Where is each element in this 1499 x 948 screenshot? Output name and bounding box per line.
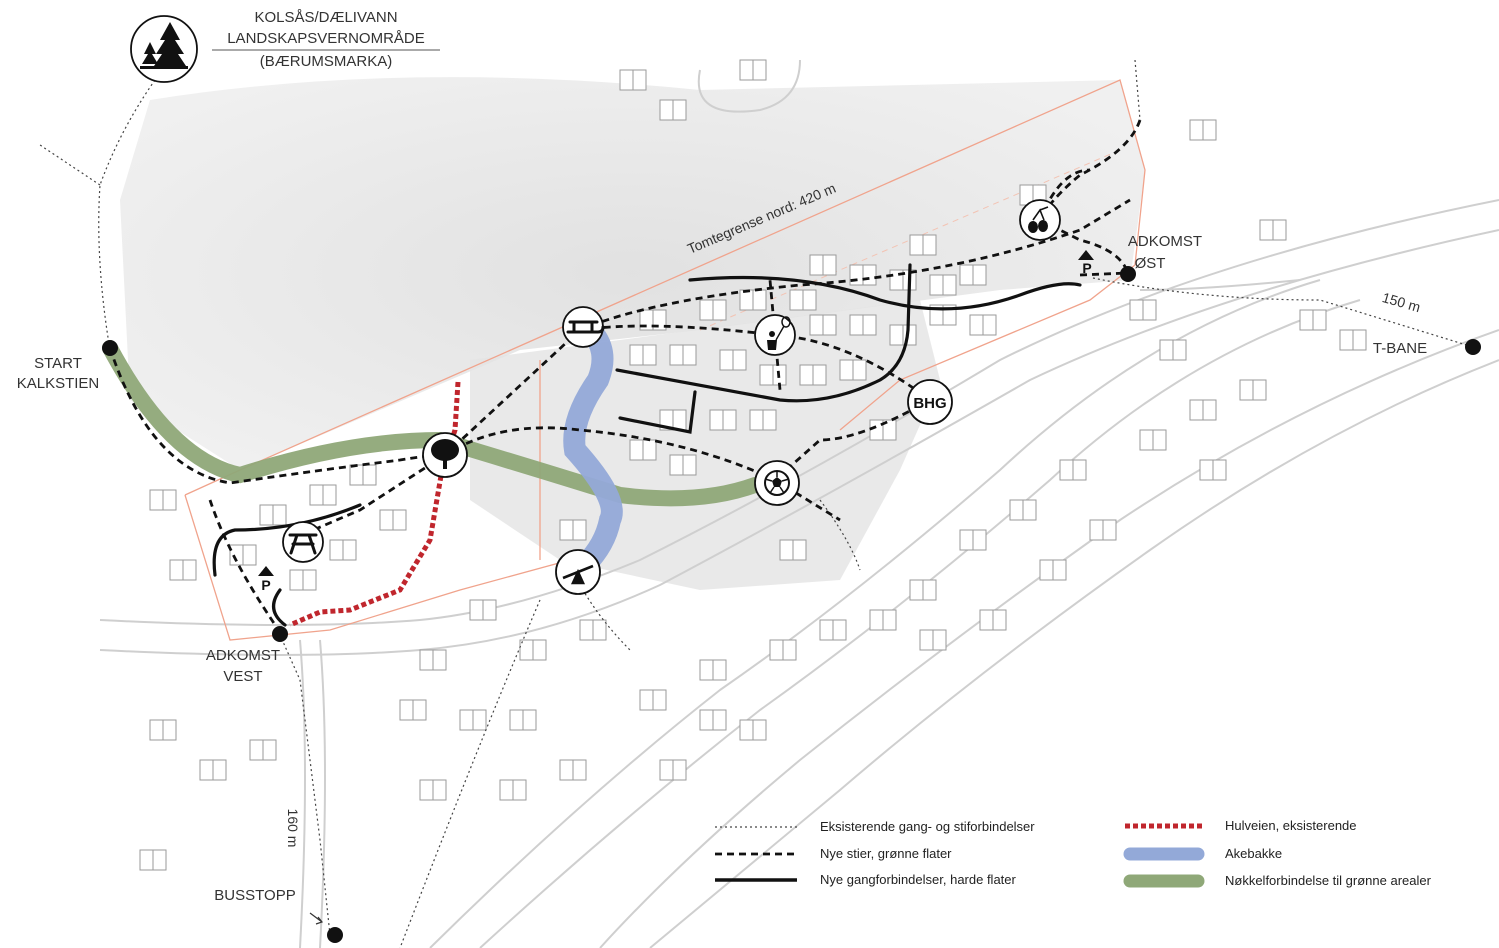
parking-icon: P <box>258 566 274 593</box>
legend-item-akebakke: Akebakke <box>1123 846 1282 861</box>
tree-icon <box>422 432 468 478</box>
sled-icon <box>562 306 605 348</box>
start-kalkstien-dot <box>102 340 118 356</box>
adkomst-ost-label: ADKOMST ØST <box>1128 233 1202 272</box>
kindergarten-label: BHG <box>913 395 946 412</box>
football-icon <box>754 460 800 506</box>
t-bane-dot <box>1465 339 1481 355</box>
adkomst-vest-label: ADKOMST VEST <box>206 647 280 685</box>
protected-area-line-3: (BÆRUMSMARKA) <box>260 53 393 70</box>
parking-icon: P <box>1078 250 1094 276</box>
sledding-slope <box>563 319 623 576</box>
adkomst-vest-line-2: VEST <box>223 668 262 685</box>
busstopp-arrow <box>309 912 324 925</box>
buildings <box>139 59 1367 871</box>
forest-icon <box>130 15 198 83</box>
road-network <box>99 59 1499 948</box>
svg-text:Nøkkelforbindelse til grønne a: Nøkkelforbindelse til grønne arealer <box>1225 873 1432 888</box>
adkomst-vest-line-1: ADKOMST <box>206 647 280 664</box>
svg-text:Hulveien, eksisterende: Hulveien, eksisterende <box>1225 818 1357 833</box>
legend-item-green-connection: Nøkkelforbindelse til grønne arealer <box>1123 873 1432 888</box>
parking-label-vest: P <box>261 577 270 593</box>
t-bane-label: T-BANE <box>1373 340 1427 357</box>
adkomst-ost-line-2: ØST <box>1135 255 1166 272</box>
child-balloon-icon <box>754 314 796 356</box>
adkomst-ost-line-1: ADKOMST <box>1128 233 1202 250</box>
hulveien-path <box>289 381 461 628</box>
start-kalkstien-label: START KALKSTIEN <box>17 355 100 392</box>
kindergarten-icon: BHG <box>907 379 953 425</box>
protected-area-label: KOLSÅS/DÆLIVANN LANDSKAPSVERNOMRÅDE (BÆR… <box>212 9 440 70</box>
svg-text:Eksisterende gang- og stiforbi: Eksisterende gang- og stiforbindelser <box>820 819 1035 834</box>
new-paths-hard <box>212 263 1082 627</box>
existing-paths <box>39 59 1474 948</box>
seesaw-icon <box>555 549 601 595</box>
legend-item-hulveien: Hulveien, eksisterende <box>1125 818 1357 833</box>
legend: Eksisterende gang- og stiforbindelser Ny… <box>715 818 1432 888</box>
busstopp-distance: 160 m <box>285 809 301 848</box>
t-bane-distance: 150 m <box>1380 289 1422 315</box>
endpoints <box>102 266 1481 943</box>
site-boundary <box>184 79 1146 641</box>
protected-area-line-1: KOLSÅS/DÆLIVANN <box>254 9 397 26</box>
berries-icon <box>1019 199 1061 241</box>
svg-text:Akebakke: Akebakke <box>1225 846 1282 861</box>
parking-label-ost: P <box>1082 260 1091 276</box>
busstopp-label: BUSSTOPP <box>214 887 295 904</box>
picnic-table-icon <box>282 521 324 563</box>
legend-item-new-paths-hard: Nye gangforbindelser, harde flater <box>715 872 1017 887</box>
start-label-line-1: START <box>34 355 82 372</box>
start-label-line-2: KALKSTIEN <box>17 375 100 392</box>
legend-item-existing-paths: Eksisterende gang- og stiforbindelser <box>715 819 1035 834</box>
svg-text:Nye gangforbindelser, harde fl: Nye gangforbindelser, harde flater <box>820 872 1017 887</box>
busstopp-dot <box>327 927 343 943</box>
protected-area-line-2: LANDSKAPSVERNOMRÅDE <box>227 30 425 47</box>
svg-text:Nye stier, grønne flater: Nye stier, grønne flater <box>820 846 952 861</box>
adkomst-ost-dot <box>1120 266 1136 282</box>
legend-item-new-paths-green: Nye stier, grønne flater <box>715 846 952 861</box>
adkomst-vest-dot <box>272 626 288 642</box>
